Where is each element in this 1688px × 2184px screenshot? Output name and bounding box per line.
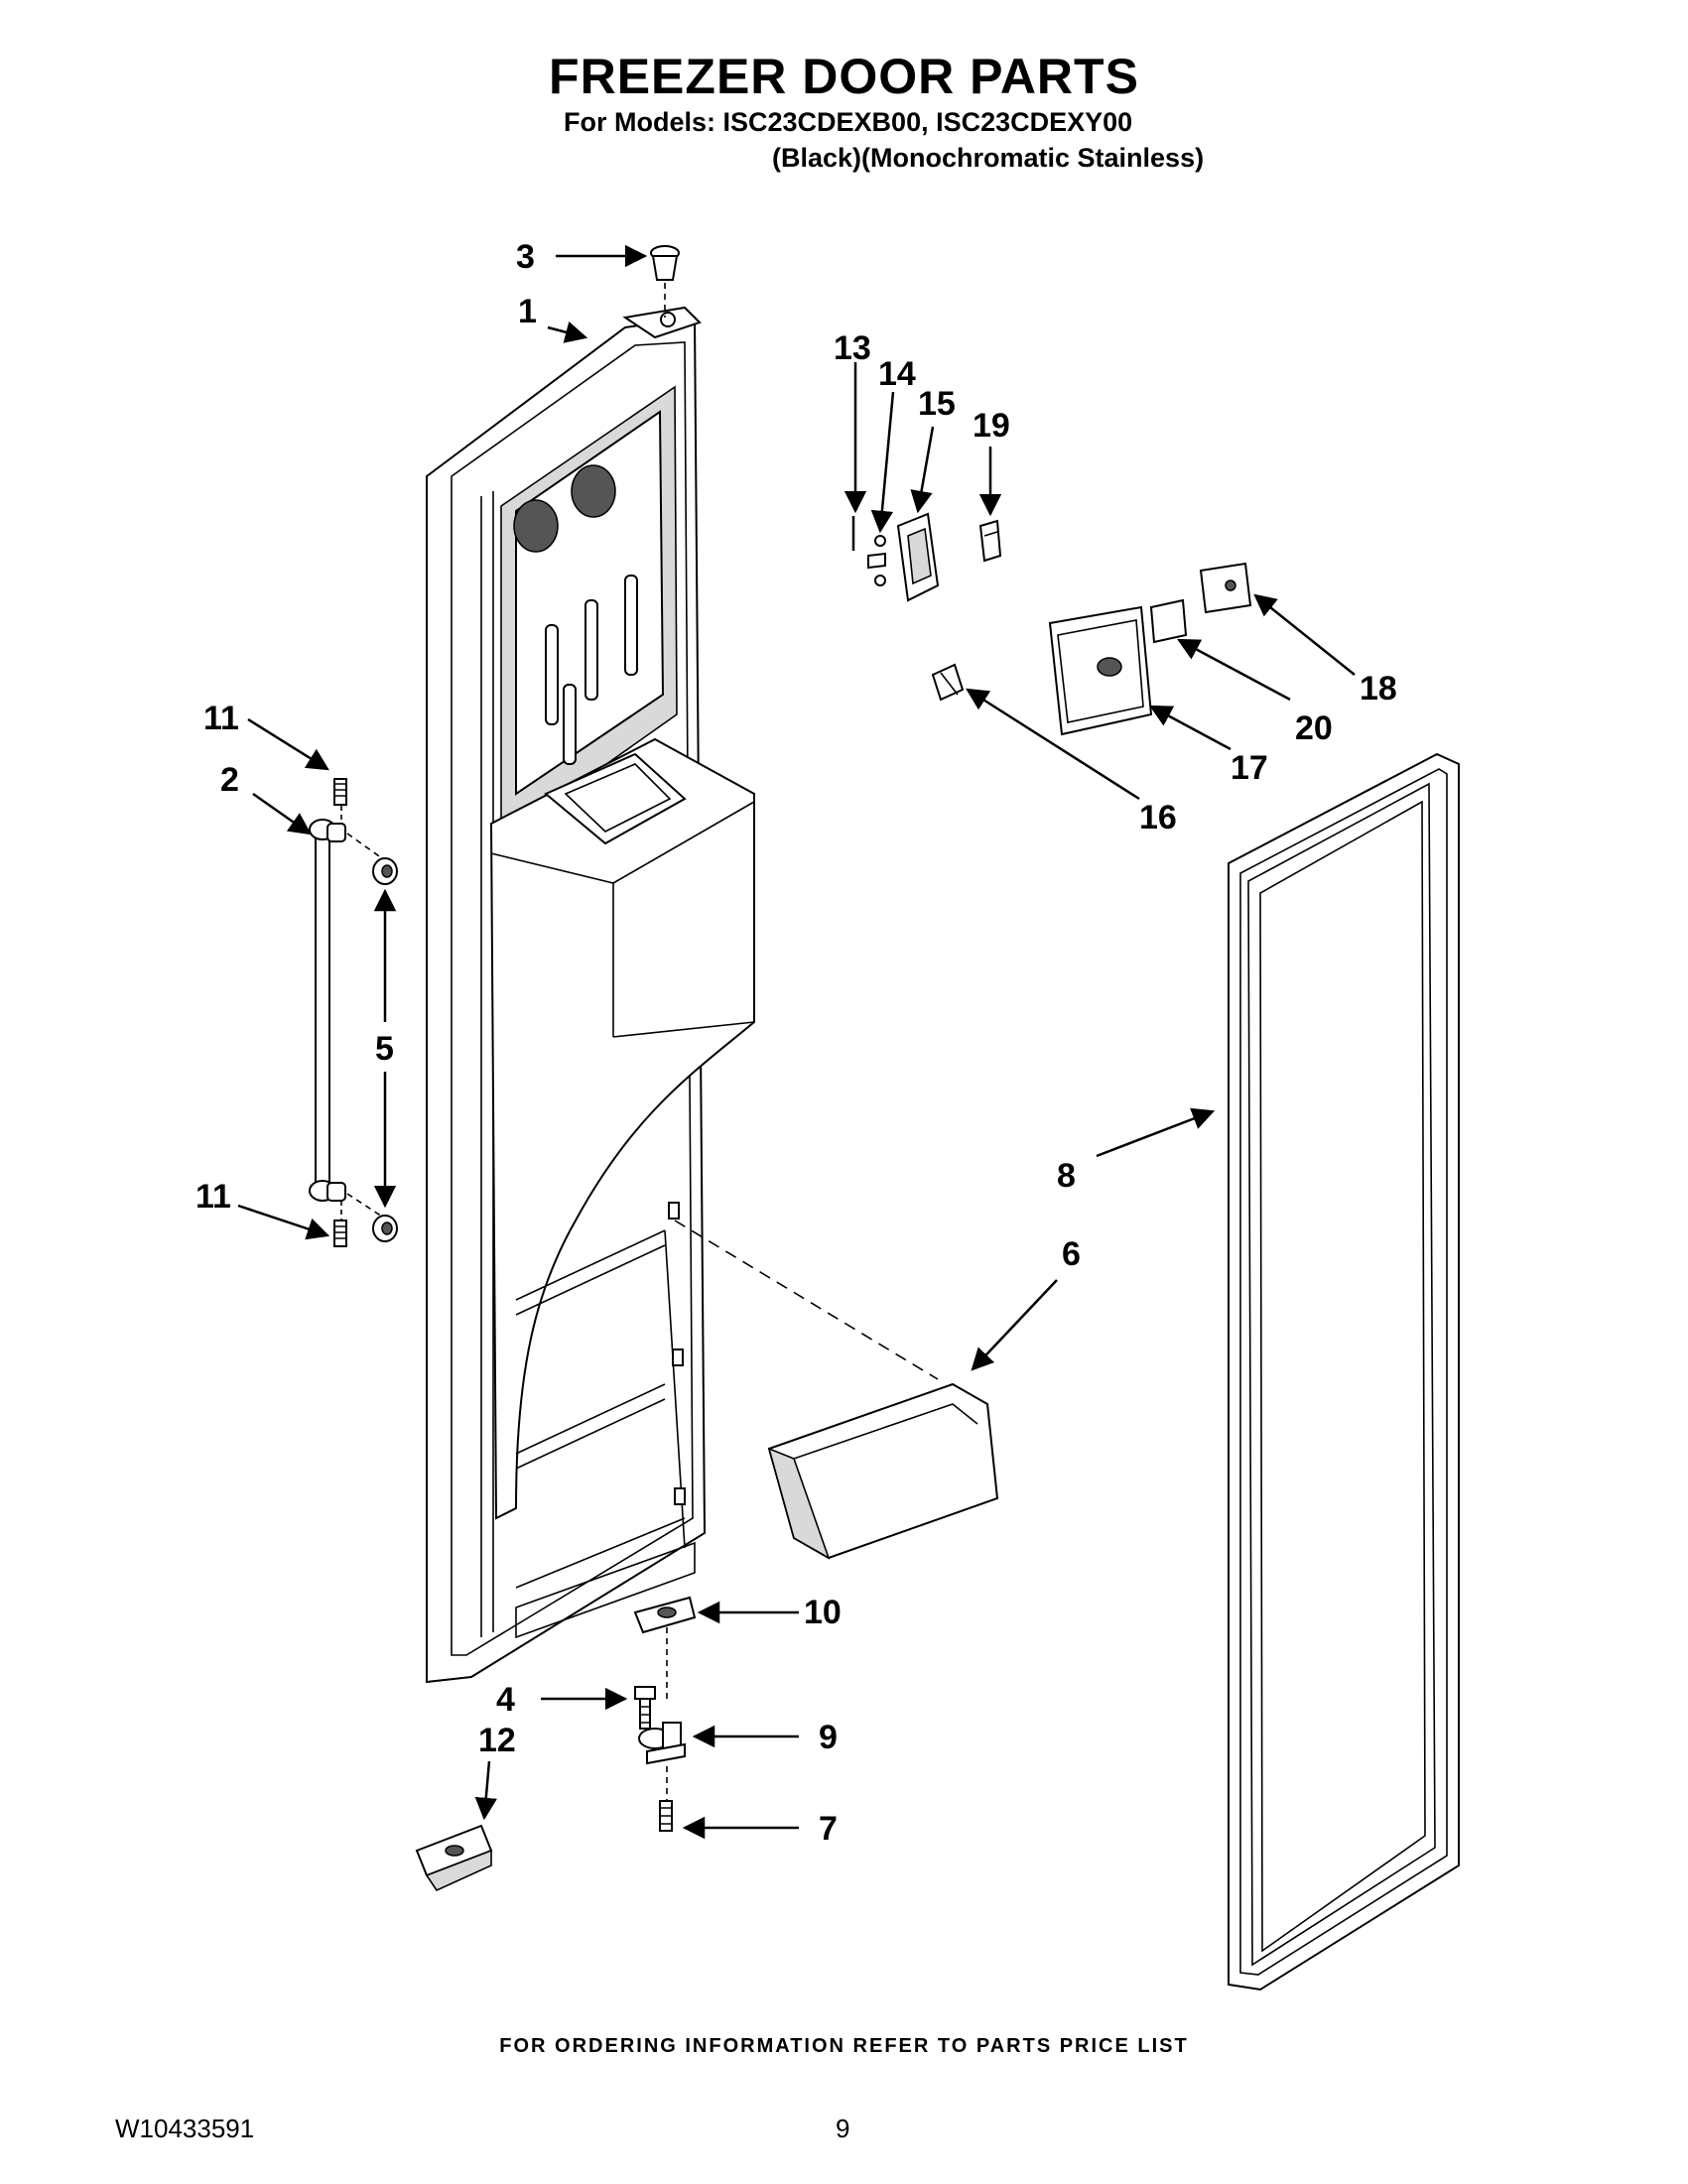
callout-3: 3 <box>516 238 535 276</box>
callout-1: 1 <box>518 293 537 330</box>
callout-13: 13 <box>834 329 871 367</box>
callout-5: 5 <box>375 1030 394 1068</box>
callout-20: 20 <box>1295 709 1333 747</box>
handle-assembly <box>309 778 398 1247</box>
callout-14: 14 <box>878 355 916 393</box>
callout-9: 9 <box>819 1719 838 1756</box>
callout-17: 17 <box>1231 749 1268 787</box>
lower-hinge-hardware <box>415 1596 697 1892</box>
callout-18: 18 <box>1360 670 1397 707</box>
dispenser-switch-parts <box>851 512 1002 602</box>
callout-11-top: 11 <box>203 700 239 737</box>
callout-7: 7 <box>819 1810 838 1848</box>
callout-2: 2 <box>220 761 239 799</box>
door-bin <box>674 1220 999 1560</box>
callout-19: 19 <box>973 407 1010 445</box>
page-number: 9 <box>836 2114 850 2143</box>
models-line: For Models: ISC23CDEXB00, ISC23CDEXY00 <box>564 107 1133 137</box>
document-number: W10433591 <box>115 2114 255 2143</box>
page-title: FREEZER DOOR PARTS <box>549 49 1139 104</box>
door-gasket <box>1228 752 1460 1991</box>
colors-line: (Black)(Monochromatic Stainless) <box>772 143 1205 173</box>
callout-15: 15 <box>918 385 956 423</box>
callout-4: 4 <box>496 1681 515 1719</box>
callout-12: 12 <box>478 1722 516 1759</box>
callout-16: 16 <box>1139 799 1177 836</box>
freezer-door <box>426 306 755 1684</box>
callout-leaders <box>237 244 1356 1840</box>
callout-10: 10 <box>804 1594 842 1631</box>
control-board-parts <box>931 562 1252 736</box>
callout-8: 8 <box>1057 1157 1076 1195</box>
callout-11-bottom: 11 <box>195 1178 231 1216</box>
hinge-bushing-part <box>650 245 680 318</box>
callout-6: 6 <box>1062 1235 1081 1273</box>
ordering-note: FOR ORDERING INFORMATION REFER TO PARTS … <box>499 2035 1189 2057</box>
